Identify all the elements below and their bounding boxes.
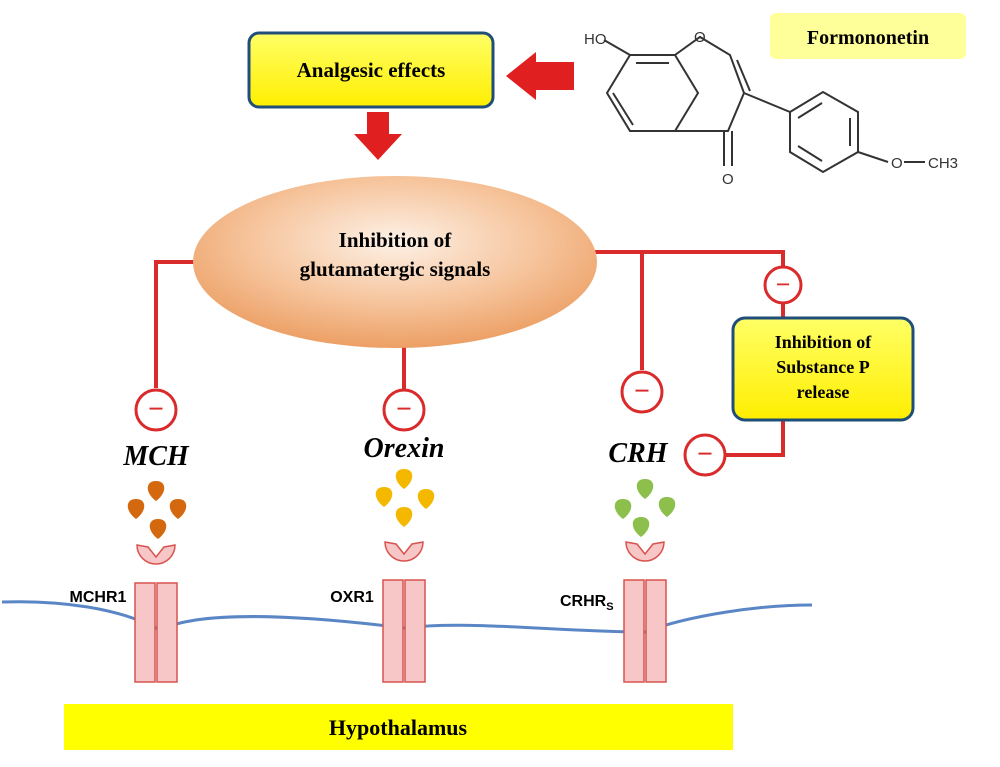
receptor-binding-site bbox=[136, 544, 176, 565]
receptor-binding-site bbox=[625, 541, 665, 562]
receptor-label-mchr1: MCHR1 bbox=[70, 589, 127, 606]
receptor-helix bbox=[156, 582, 178, 683]
ligand-drop-icon bbox=[417, 489, 435, 509]
receptor-binding-site bbox=[384, 541, 424, 562]
ligand-drop-icon bbox=[395, 507, 413, 527]
neuropeptide-label-crh: CRH bbox=[608, 438, 668, 469]
minus-circle-icon bbox=[763, 265, 803, 305]
ligand-drop-icon bbox=[375, 487, 393, 507]
receptor-helix bbox=[645, 579, 667, 683]
ligand-drop-icon bbox=[658, 497, 676, 517]
ligand-drop-icon bbox=[632, 517, 650, 537]
substance-p-line1: Inhibition of bbox=[775, 332, 873, 352]
glutamatergic-node bbox=[193, 176, 597, 348]
atom-ether-oxygen: O bbox=[891, 155, 903, 172]
ligand-drop-icon bbox=[169, 499, 187, 519]
svg-text:−: − bbox=[776, 270, 791, 299]
svg-text:−: − bbox=[396, 394, 412, 425]
region-label: Hypothalamus bbox=[329, 715, 468, 740]
receptor-label-oxr1: OXR1 bbox=[330, 589, 374, 606]
inhibition-connectors bbox=[154, 250, 785, 457]
cell-membrane bbox=[1, 600, 813, 634]
inhibition-symbol-orexin: − bbox=[382, 388, 426, 432]
region-bar bbox=[64, 704, 733, 750]
ligand-cluster-mch bbox=[127, 481, 187, 539]
atom-hydroxyl: HO bbox=[584, 31, 607, 48]
compound-label: Formononetin bbox=[807, 27, 929, 49]
ligand-drop-icon bbox=[147, 481, 165, 501]
substance-p-line3: release bbox=[797, 382, 850, 402]
substance-p-line2: Substance P bbox=[776, 357, 870, 377]
inhibition-symbol-substance-p-top: − bbox=[763, 265, 803, 305]
ligand-drop-icon bbox=[127, 499, 145, 519]
svg-text:−: − bbox=[634, 376, 650, 407]
ligand-drop-icon bbox=[149, 519, 167, 539]
analgesic-box bbox=[247, 31, 495, 109]
receptor-crhrs bbox=[623, 541, 667, 683]
chemical-structure bbox=[603, 35, 925, 174]
minus-circle-icon bbox=[134, 388, 178, 432]
receptor-helix bbox=[623, 579, 645, 683]
compound-label-box bbox=[770, 13, 966, 59]
ligand-drop-icon bbox=[395, 469, 413, 489]
svg-text:−: − bbox=[148, 394, 164, 425]
arrow-down-icon bbox=[354, 112, 402, 160]
analgesic-label: Analgesic effects bbox=[297, 58, 446, 82]
inhibition-symbol-crh: − bbox=[620, 370, 664, 414]
arrow-left-icon bbox=[506, 52, 574, 100]
atom-methyl: CH3 bbox=[928, 155, 958, 172]
glutamatergic-label-line1: Inhibition of bbox=[339, 228, 453, 252]
ligand-cluster-orexin bbox=[375, 469, 435, 527]
ligand-cluster-crh bbox=[614, 479, 676, 537]
receptor-helix bbox=[382, 579, 404, 683]
inhibition-symbol-substance-p-crh: − bbox=[683, 433, 727, 477]
receptor-helix bbox=[404, 579, 426, 683]
receptor-label-crhrs: CRHRS bbox=[560, 593, 614, 613]
minus-circle-icon bbox=[382, 388, 426, 432]
minus-circle-icon bbox=[620, 370, 664, 414]
glutamatergic-label-line2: glutamatergic signals bbox=[300, 257, 491, 281]
ligand-drop-icon bbox=[614, 499, 632, 519]
inhibition-symbol-mch: − bbox=[134, 388, 178, 432]
ligand-drop-icon bbox=[636, 479, 654, 499]
receptor-helix bbox=[134, 582, 156, 683]
receptor-mchr1 bbox=[134, 544, 178, 683]
receptor-oxr1 bbox=[382, 541, 426, 683]
neuropeptide-label-orexin: Orexin bbox=[364, 433, 445, 464]
atom-carbonyl-oxygen: O bbox=[722, 171, 734, 188]
neuropeptide-label-mch: MCH bbox=[122, 441, 190, 472]
substance-p-box bbox=[731, 316, 915, 422]
atom-ring-oxygen: O bbox=[694, 29, 706, 46]
minus-circle-icon bbox=[683, 433, 727, 477]
svg-text:−: − bbox=[697, 439, 713, 470]
